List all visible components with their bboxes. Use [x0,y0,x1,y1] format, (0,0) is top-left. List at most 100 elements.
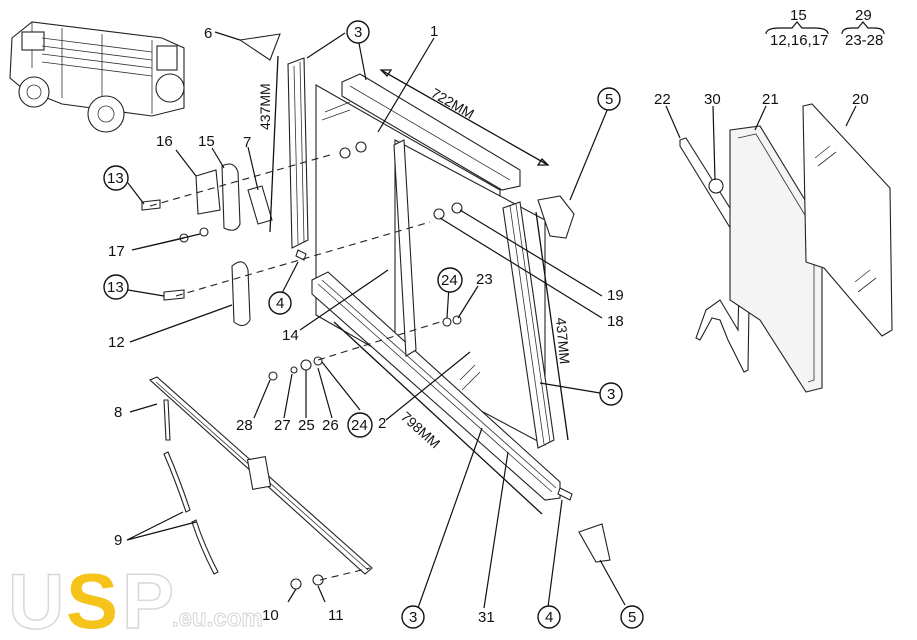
callout-13a: 13 [107,170,124,187]
callout-27: 27 [274,417,291,434]
legend-children-15: 12,16,17 [770,32,828,49]
pin-4-upper [295,249,307,261]
latch-handle-15 [221,163,241,231]
callout-9: 9 [114,532,122,549]
callout-2: 2 [378,415,386,432]
screw-13-lower [163,289,185,301]
logo-letter-p: P [122,557,174,640]
callout-20: 20 [852,91,869,108]
callout-24b: 24 [351,417,368,434]
callout-30: 30 [704,91,721,108]
bottom-channel [311,271,561,501]
dim-arrow-437-right [535,211,569,441]
dim-arrow-722 [380,69,549,166]
callout-16: 16 [156,133,173,150]
dim-arrow-437-left [269,55,279,233]
corner-block-6 [238,33,281,61]
legend-parent-29: 29 [855,7,872,24]
callout-31: 31 [478,609,495,626]
callout-3b-circle [599,382,623,406]
logo-letter-s: S [66,557,118,640]
bolt-10 [290,578,302,590]
callout-13b: 13 [107,279,124,296]
bolt-28 [268,371,278,381]
center-divider-channel [393,139,417,357]
left-vertical-channel [287,57,309,249]
logo-domain-suffix: .eu.com [172,605,263,632]
dimension-722mm: 722MM [429,85,477,122]
callout-10: 10 [262,607,279,624]
callout-17: 17 [108,243,125,260]
callout-14: 14 [282,327,299,344]
callout-26: 26 [322,417,339,434]
callout-13a-circle [103,165,129,191]
callout-3c-circle [401,605,425,629]
legend-children-29: 23-28 [845,32,883,49]
legend-brace-1 [765,21,829,35]
screw-13-upper [141,199,161,211]
callout-4b-circle [537,605,561,629]
callout-3c: 3 [409,609,417,626]
callout-3b: 3 [607,386,615,403]
top-channel [341,73,521,191]
callout-19: 19 [607,287,624,304]
callout-8: 8 [114,404,122,421]
washer-18 [433,208,445,220]
clip-30 [708,178,724,194]
assembly-line-4 [319,567,371,581]
leader-lines [126,31,857,609]
assembly-legend: 15 12,16,17 29 23-28 [765,7,885,49]
callout-5a-circle [597,87,621,111]
callout-21: 21 [762,91,779,108]
callout-28: 28 [236,417,253,434]
washer-24 [442,317,452,327]
dimension-437mm-right: 437MM [553,317,573,365]
usp-watermark-logo: U S P .eu.com [7,556,263,640]
callout-5a: 5 [605,91,613,108]
callouts: 1 2 3 3 3 4 4 5 5 6 7 8 9 10 11 12 13 13… [103,20,869,629]
callout-4a: 4 [276,295,284,312]
callout-18: 18 [607,313,624,330]
callout-23: 23 [476,271,493,288]
handle-12 [231,261,251,327]
washer-19 [451,202,463,214]
dim-arrow-798 [333,321,543,515]
block-7 [247,185,273,225]
washer-upper-a [339,147,351,159]
callout-6: 6 [204,25,212,42]
corner-block-5-lower [578,523,611,563]
assembly-line-2 [175,221,431,297]
pin-4-lower [557,487,573,501]
legend-brace-2 [841,21,885,35]
washer-24-lower [313,356,323,366]
nut-23 [452,315,462,325]
legend-parent-15: 15 [790,7,807,24]
latch-bracket-16 [195,169,221,215]
rubber-seal-strips [163,399,219,575]
callout-22: 22 [654,91,671,108]
callout-4b: 4 [545,609,553,626]
part-25 [300,359,312,371]
callout-24b-circle [347,412,373,438]
washer-11 [312,574,324,586]
callout-25: 25 [298,417,315,434]
glass-pane-20 [802,103,893,337]
callout-5b-circle [620,605,644,629]
dimension-798mm: 798MM [398,408,443,451]
callout-15: 15 [198,133,215,150]
callout-5b: 5 [628,609,636,626]
callout-24a-circle [437,267,463,293]
part-27 [290,366,298,374]
callout-4a-circle [268,291,292,315]
slider-rail [148,376,373,575]
callout-3a: 3 [354,24,362,41]
callout-3a-circle [346,20,370,44]
screw-17b [199,227,209,237]
callout-7: 7 [243,134,251,151]
dimension-437mm-left: 437MM [257,83,273,130]
callout-24a: 24 [441,272,458,289]
callout-1: 1 [430,23,438,40]
assembly-line-3 [317,321,441,361]
callout-13b-circle [103,274,129,300]
